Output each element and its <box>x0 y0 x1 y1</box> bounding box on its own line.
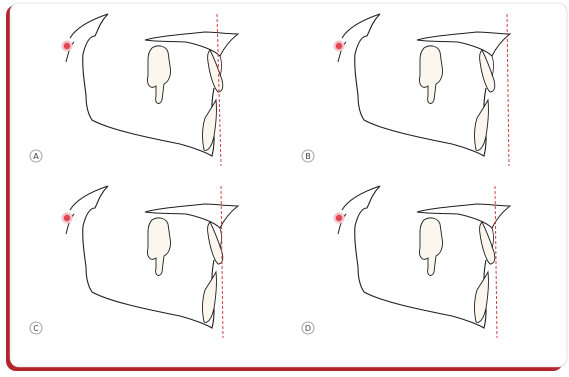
panel-label: D <box>305 324 311 333</box>
panel-label: B <box>305 152 311 161</box>
red-dot-marker <box>64 215 70 221</box>
panel-label: C <box>33 324 39 333</box>
red-dot-marker <box>336 215 342 221</box>
red-dot-marker <box>336 43 342 49</box>
red-dot-marker <box>64 43 70 49</box>
panel-label: A <box>33 152 39 161</box>
